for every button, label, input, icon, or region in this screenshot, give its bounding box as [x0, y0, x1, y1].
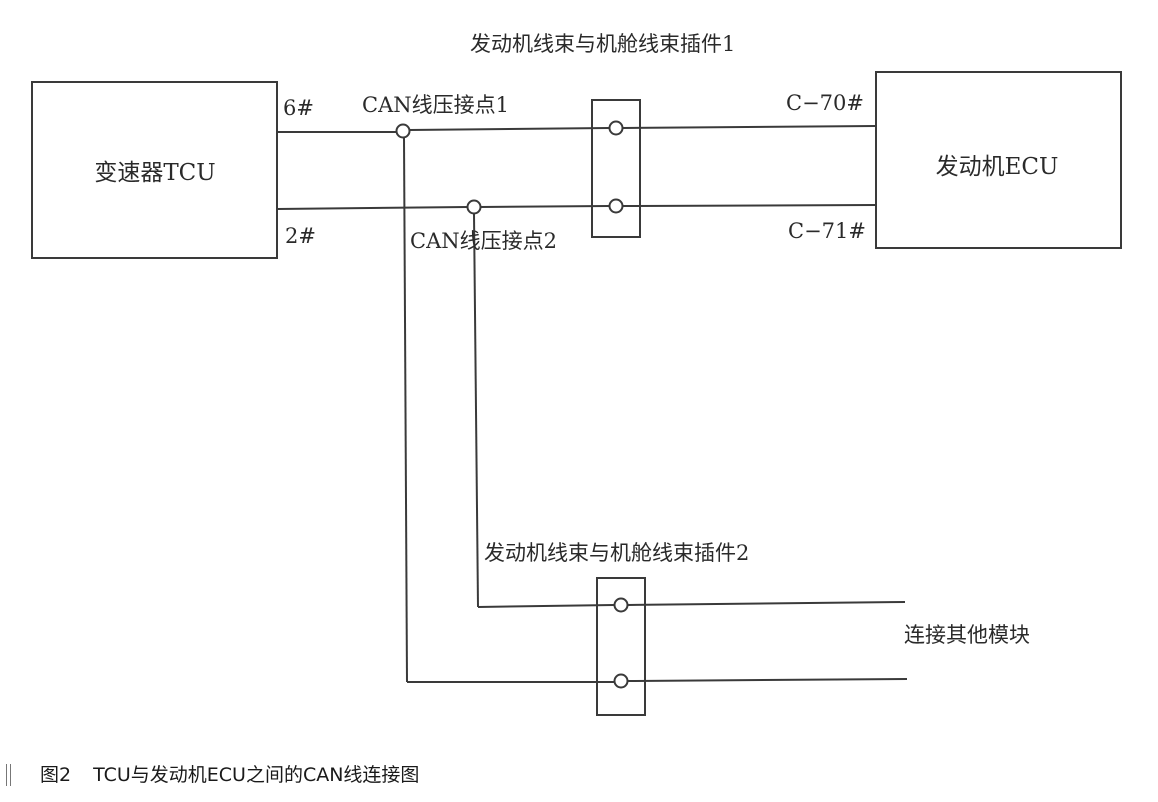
splice2-node	[466, 199, 482, 215]
wire-can-bottom-right	[622, 204, 877, 207]
wire-branch1-vertical	[403, 137, 408, 683]
other-modules-label: 连接其他模块	[904, 623, 1030, 647]
wire-out-top	[627, 601, 906, 606]
tcu-box	[31, 81, 278, 259]
caption-number: 图2	[40, 764, 72, 786]
plug2-box	[596, 577, 646, 716]
plug1-label: 发动机线束与机舱线束插件1	[470, 32, 735, 56]
figure-caption: 图2 TCU与发动机ECU之间的CAN线连接图	[40, 760, 419, 787]
ecu-c71-label: C−71#	[788, 219, 866, 243]
caption-marker	[6, 764, 11, 786]
wire-branch2-horizontal	[477, 604, 615, 608]
plug1-pin-bottom	[608, 198, 624, 214]
splice2-label: CAN线压接点2	[410, 229, 557, 253]
ecu-c70-label: C−70#	[786, 91, 864, 115]
ecu-box	[875, 71, 1122, 249]
plug2-pin-bottom	[613, 673, 629, 689]
caption-text: TCU与发动机ECU之间的CAN线连接图	[93, 764, 420, 786]
ecu-label: 发动机ECU	[936, 154, 1059, 180]
wire-can-top-mid	[408, 127, 610, 131]
wire-can-top-right	[622, 125, 877, 129]
splice1-node	[395, 123, 411, 139]
wire-out-bottom	[627, 678, 908, 682]
plug1-pin-top	[608, 120, 624, 136]
tcu-pin6-label: 6#	[283, 96, 314, 120]
plug1-box	[591, 99, 641, 238]
plug2-label: 发动机线束与机舱线束插件2	[484, 541, 749, 565]
plug2-pin-top	[613, 597, 629, 613]
tcu-label: 变速器TCU	[94, 160, 215, 186]
wire-can-bottom-left	[276, 206, 469, 210]
wire-branch2-vertical	[473, 213, 479, 608]
splice1-label: CAN线压接点1	[362, 93, 509, 117]
wire-can-bottom-mid	[479, 205, 610, 208]
tcu-pin2-label: 2#	[285, 224, 316, 248]
